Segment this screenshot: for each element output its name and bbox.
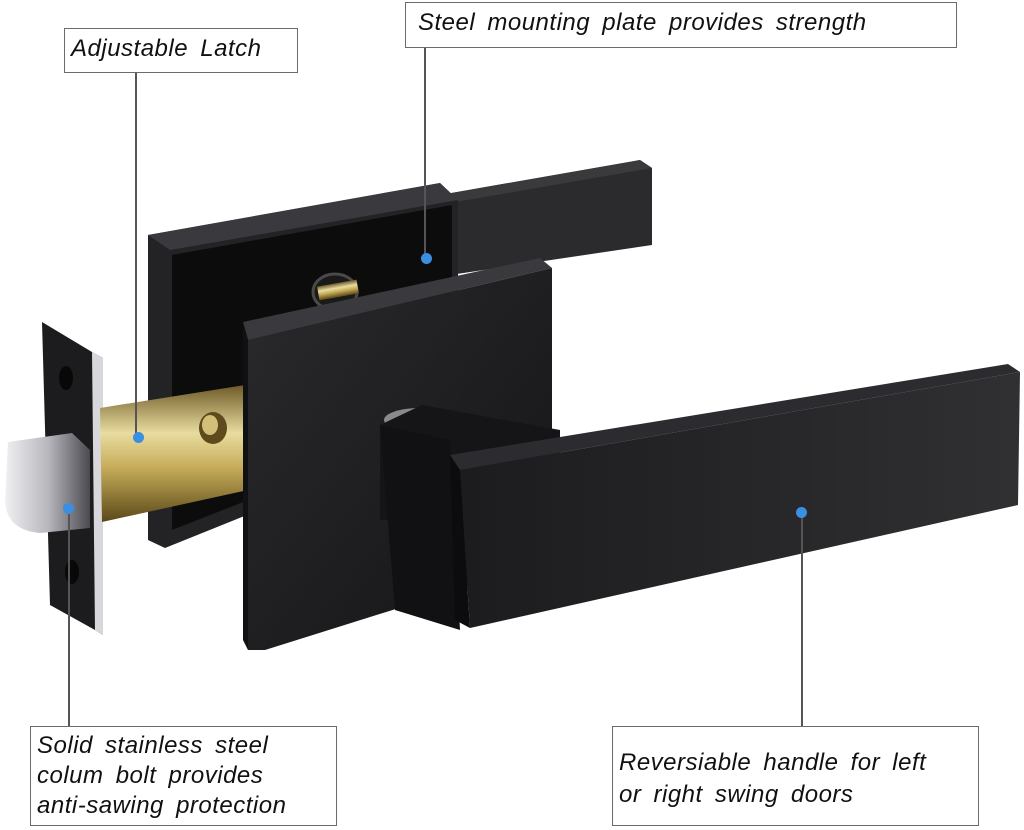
callout-text: colum bolt provides [37, 762, 264, 789]
callout-text: Adjustable Latch [71, 35, 262, 62]
callout-steel-mounting-plate: Steel mounting plate provides strength [405, 2, 957, 48]
leader-line-handle [801, 512, 803, 726]
callout-reversible-handle: Reversiable handle for left or right swi… [612, 726, 979, 826]
plate-marker-dot [420, 252, 432, 264]
callout-text: anti-sawing protection [37, 792, 287, 819]
leader-line-latch [135, 70, 137, 438]
callout-adjustable-latch: Adjustable Latch [64, 28, 298, 73]
leader-line-bolt [68, 508, 70, 730]
back-lever [440, 160, 652, 275]
handle-marker-dot [795, 506, 807, 518]
leader-line-plate [424, 48, 426, 258]
callout-text: Reversiable handle for left [619, 749, 927, 776]
callout-text: Steel mounting plate provides strength [418, 9, 867, 36]
callout-text: or right swing doors [619, 781, 854, 808]
callout-stainless-steel-bolt: Solid stainless steel colum bolt provide… [30, 726, 337, 826]
callout-text: Solid stainless steel [37, 732, 269, 759]
latch-marker-dot [132, 431, 144, 443]
bolt-marker-dot [62, 502, 74, 514]
lever-handle [380, 364, 1020, 630]
latch-tube [100, 385, 248, 522]
chrome-bolt [5, 433, 90, 533]
